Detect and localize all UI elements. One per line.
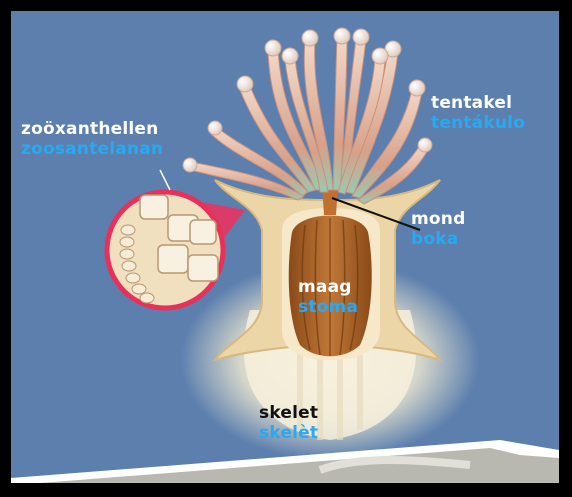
label-maag-pap: stoma [298,297,358,317]
label-tentakel-nl: tentakel [431,93,525,113]
tentacles [190,38,428,204]
label-tentakel-pap: tentákulo [431,113,525,133]
label-mond-nl: mond [411,209,465,229]
label-mond-pap: boka [411,229,465,249]
diagram-panel: zoöxanthellen zoosantelanan tentakel ten… [11,11,559,483]
label-skelet: skelet skelèt [259,403,318,443]
label-skelet-nl: skelet [259,403,318,423]
label-zooxanthellen: zoöxanthellen zoosantelanan [21,119,163,159]
label-maag: maag stoma [298,277,358,317]
label-skelet-pap: skelèt [259,423,318,443]
label-mond: mond boka [411,209,465,249]
label-zooxanthellen-pap: zoosantelanan [21,139,163,159]
label-maag-nl: maag [298,277,358,297]
zooxanthellen-pointer [160,170,170,190]
label-zooxanthellen-nl: zoöxanthellen [21,119,163,139]
label-tentakel: tentakel tentákulo [431,93,525,133]
